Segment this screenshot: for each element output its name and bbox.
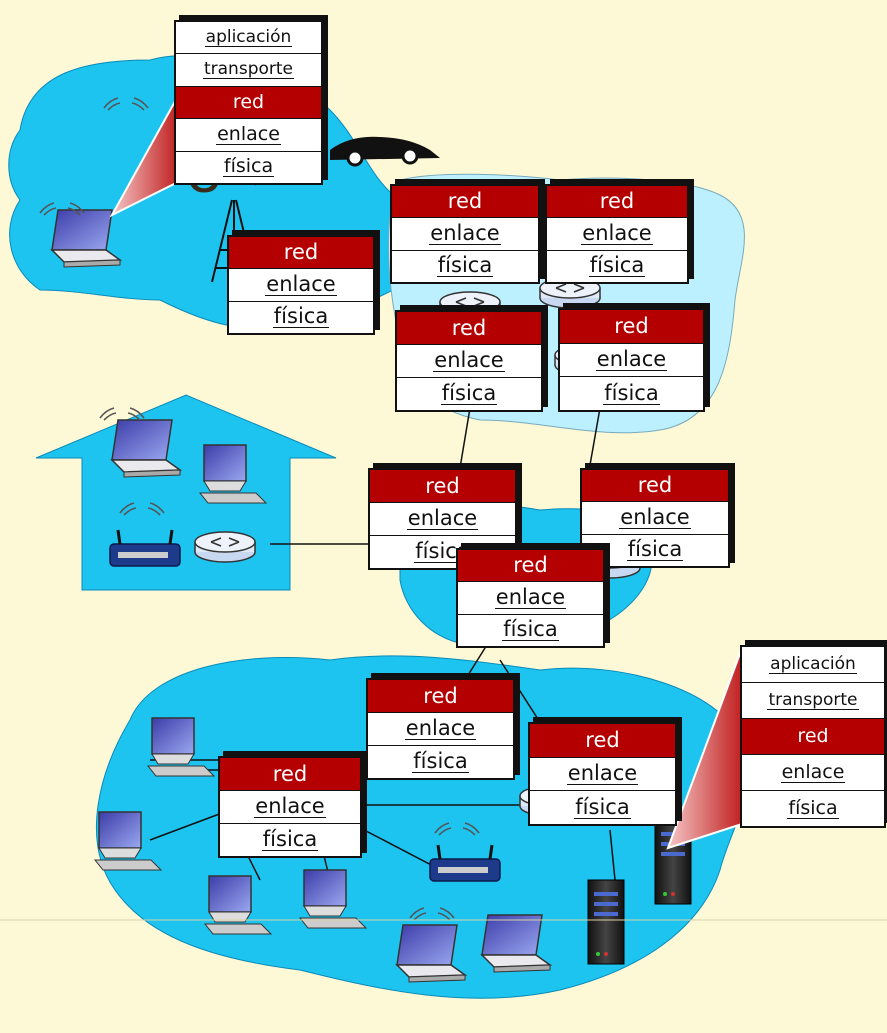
router-stack-9: red enlace física xyxy=(366,678,515,780)
layer-physical: física xyxy=(220,823,360,856)
layer-network: red xyxy=(176,85,321,119)
layer-network: red xyxy=(368,680,513,712)
layer-transport: transporte xyxy=(176,53,321,85)
layer-link: enlace xyxy=(742,754,884,790)
router-stack-8: red enlace física xyxy=(456,548,605,648)
layer-network: red xyxy=(582,470,728,502)
layer-link: enlace xyxy=(229,268,373,300)
router-stack-10: red enlace física xyxy=(528,722,677,826)
layer-physical: física xyxy=(458,613,603,646)
host-protocol-stack-bottom: aplicación transporte red enlace física xyxy=(740,645,886,828)
layer-link: enlace xyxy=(392,217,538,249)
layer-link: enlace xyxy=(458,581,603,613)
layer-physical: física xyxy=(397,377,541,410)
layer-application: aplicación xyxy=(769,653,857,674)
layer-physical: física xyxy=(742,790,884,826)
router-stack-7: red enlace física xyxy=(580,468,730,568)
layer-network: red xyxy=(530,724,675,757)
layer-network: red xyxy=(370,470,515,502)
layer-physical: física xyxy=(368,745,513,778)
wifi-waves-icon xyxy=(99,407,145,421)
layer-physical: física xyxy=(392,249,538,282)
layer-physical: física xyxy=(530,790,675,824)
server-icon xyxy=(587,879,625,965)
home-icon xyxy=(35,394,337,591)
layer-application: aplicación xyxy=(204,26,293,47)
layer-physical: física xyxy=(560,376,703,410)
layer-physical: física xyxy=(176,150,321,183)
router-stack-4: red enlace física xyxy=(395,310,543,412)
host-protocol-stack-top: aplicación transporte red enlace física xyxy=(174,20,323,185)
layer-link: enlace xyxy=(220,790,360,823)
router-icon xyxy=(194,531,256,563)
layer-network: red xyxy=(392,186,538,218)
layer-link: enlace xyxy=(547,217,687,249)
layer-physical: física xyxy=(229,300,373,333)
layer-physical: física xyxy=(547,249,687,282)
router-stack-1: red enlace física xyxy=(227,235,375,335)
layer-network: red xyxy=(458,550,603,582)
layer-network: red xyxy=(742,718,884,754)
layer-network: red xyxy=(397,312,541,344)
layer-network: red xyxy=(220,758,360,790)
layer-transport: transporte xyxy=(742,682,884,718)
layer-physical: física xyxy=(582,533,728,566)
layer-network: red xyxy=(547,186,687,218)
router-stack-3: red enlace física xyxy=(545,184,689,284)
layer-link: enlace xyxy=(530,756,675,791)
layer-network: red xyxy=(229,237,373,269)
layer-link: enlace xyxy=(370,502,515,535)
layer-link: enlace xyxy=(582,501,728,533)
layer-link: enlace xyxy=(176,118,321,150)
router-stack-5: red enlace física xyxy=(558,308,705,412)
layer-network: red xyxy=(560,310,703,343)
router-stack-11: red enlace física xyxy=(218,756,362,858)
car-icon xyxy=(330,136,440,167)
layer-link: enlace xyxy=(397,344,541,377)
layer-link: enlace xyxy=(560,342,703,377)
layer-link: enlace xyxy=(368,712,513,745)
router-stack-2: red enlace física xyxy=(390,184,540,284)
